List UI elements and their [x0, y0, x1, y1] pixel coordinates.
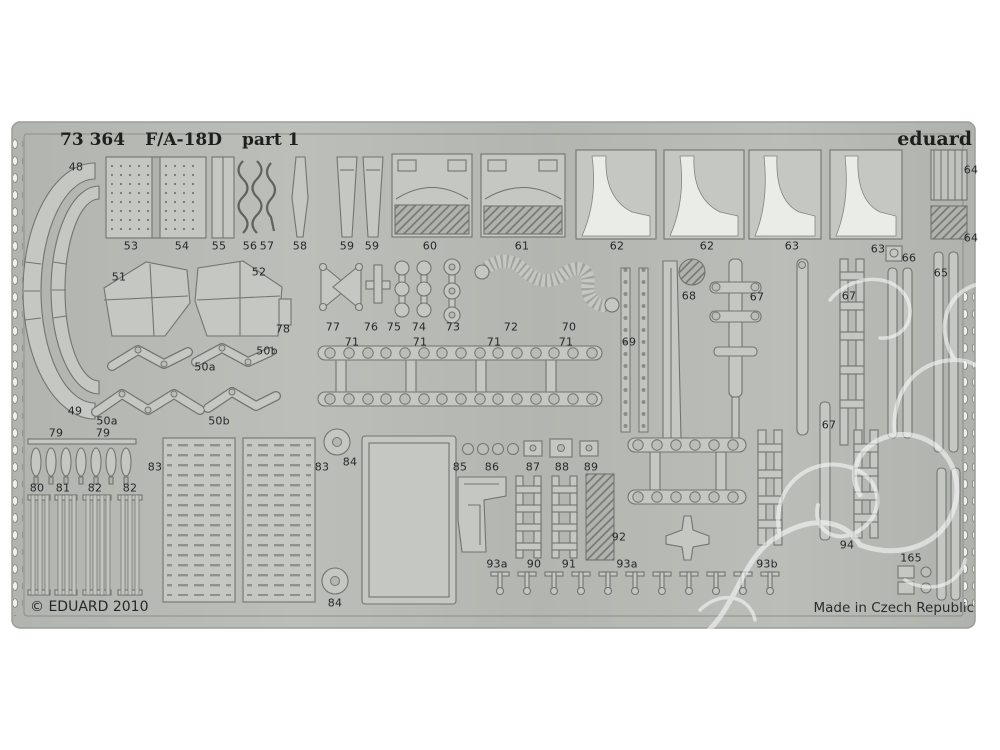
- model-name: F/A-18D: [145, 130, 222, 150]
- origin-text: Made in Czech Republic: [813, 600, 974, 616]
- brand-logo: eduard: [897, 128, 972, 150]
- copyright-text: © EDUARD 2010: [30, 599, 149, 615]
- sheet-header: 73 364 F/A-18D part 1: [60, 130, 319, 150]
- catalog-number: 73 364: [60, 130, 126, 150]
- eduard-watermark: [687, 277, 998, 648]
- sheet-part: part 1: [242, 130, 300, 150]
- fret-parts: [22, 149, 968, 605]
